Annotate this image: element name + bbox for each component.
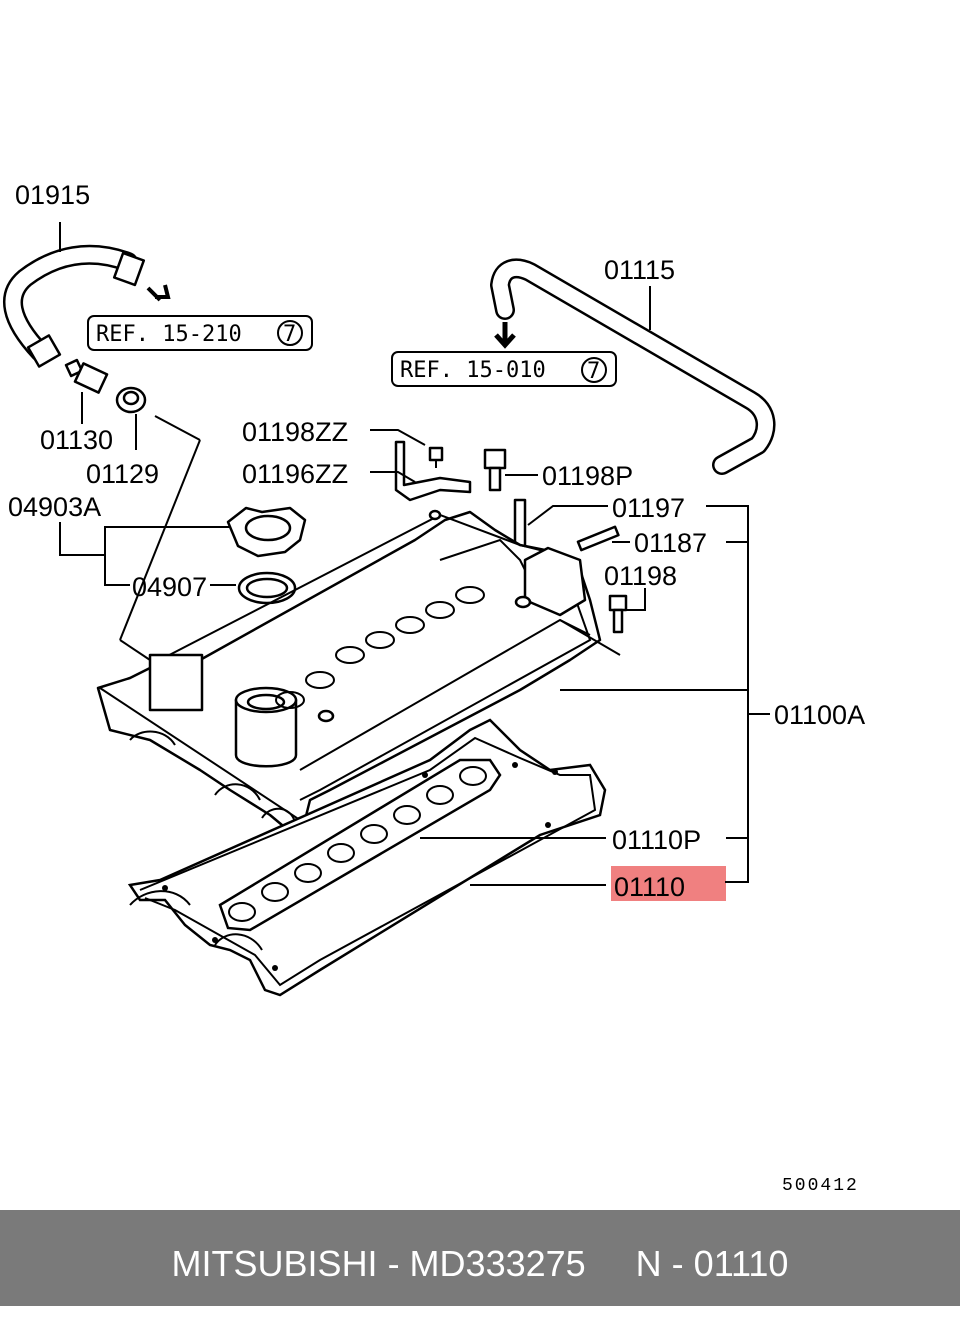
grommet bbox=[115, 386, 147, 414]
footer-bar: MITSUBISHI - MD333275 N - 01110 bbox=[0, 1210, 960, 1306]
label-01100A: 01100A bbox=[774, 700, 865, 730]
label-01129: 01129 bbox=[86, 459, 159, 489]
label-01187: 01187 bbox=[634, 528, 707, 558]
oil-filler-cap bbox=[226, 506, 307, 558]
label-01197: 01197 bbox=[612, 493, 685, 523]
label-01915: 01915 bbox=[15, 180, 90, 210]
bolt-01198 bbox=[608, 594, 628, 634]
stud-01197 bbox=[513, 498, 527, 550]
ref-box-2: REF. 15-010 7 bbox=[391, 351, 617, 387]
label-04903A: 04903A bbox=[8, 492, 101, 522]
bracket bbox=[394, 440, 472, 502]
highlight-box bbox=[611, 866, 726, 901]
label-04907: 04907 bbox=[132, 572, 207, 602]
pin-01187 bbox=[576, 525, 620, 552]
plug-hole-gasket bbox=[218, 758, 502, 932]
label-01198P: 01198P bbox=[542, 461, 633, 491]
label-01115: 01115 bbox=[604, 255, 675, 285]
breather-hose bbox=[3, 244, 171, 368]
diagram-code: 500412 bbox=[782, 1176, 859, 1196]
label-01198ZZ: 01198ZZ bbox=[242, 417, 348, 447]
footer-text: MITSUBISHI - MD333275 N - 01110 bbox=[171, 1243, 789, 1284]
ref-box-2-text: REF. 15-010 bbox=[400, 358, 546, 383]
ref-box-1: REF. 15-210 7 bbox=[87, 315, 313, 351]
bolt-01198P bbox=[483, 448, 507, 492]
circle-number-1 bbox=[277, 320, 303, 346]
ref-box-1-num: 7 bbox=[283, 322, 296, 347]
pcv-valve bbox=[64, 358, 109, 394]
label-01198: 01198 bbox=[604, 561, 677, 591]
ref-box-1-text: REF. 15-210 bbox=[96, 322, 242, 347]
circle-number-2 bbox=[581, 357, 607, 383]
label-01130: 01130 bbox=[40, 425, 113, 455]
valve-cover bbox=[96, 509, 602, 842]
vent-hose bbox=[490, 258, 776, 475]
parts-diagram: REF. 15-210 7 REF. 15-010 7 01915 01130 … bbox=[3, 180, 865, 1196]
oil-cap-gasket bbox=[237, 571, 297, 605]
label-01196ZZ: 01196ZZ bbox=[242, 459, 348, 489]
ref-box-2-num: 7 bbox=[587, 359, 600, 384]
label-01110P: 01110P bbox=[612, 825, 701, 855]
label-01110: 01110 bbox=[614, 872, 685, 902]
